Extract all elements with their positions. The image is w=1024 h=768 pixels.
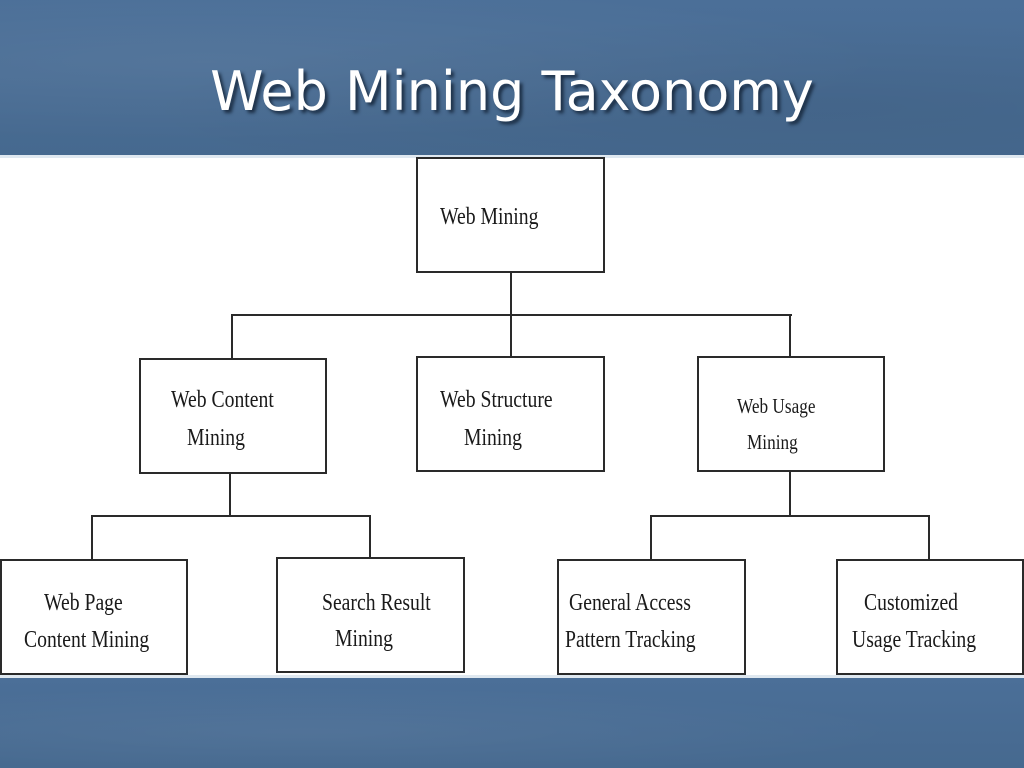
node-web-page-content-mining-line2: Content Mining [24,627,150,653]
connector-usage-down [789,471,791,517]
connector-to-page-content [91,515,93,560]
connector-to-structure [510,314,512,357]
node-web-mining: Web Mining [416,157,605,273]
connector-to-search-result [369,515,371,558]
connector-to-general-access [650,515,652,560]
connector-usage-bar [650,515,930,517]
title-band [0,0,1024,158]
node-web-structure-mining-line1: Web Structure [440,387,553,413]
node-general-access-pattern-tracking-line1: General Access [569,590,691,616]
node-customized-usage-tracking: Customized Usage Tracking [836,559,1024,675]
node-web-content-mining-line1: Web Content [171,387,274,413]
node-web-usage-mining-line1: Web Usage [737,394,816,418]
node-search-result-mining: Search Result Mining [276,557,465,673]
node-web-structure-mining-line2: Mining [464,425,522,451]
connector-content-bar [91,515,371,517]
node-customized-usage-tracking-line1: Customized [864,590,959,616]
connector-to-customized-usage [928,515,930,560]
node-web-usage-mining: Web Usage Mining [697,356,885,472]
slide-title: Web Mining Taxonomy [210,60,814,123]
node-web-content-mining-line2: Mining [187,425,245,451]
connector-root-down [510,272,512,316]
connector-content-down [229,473,231,517]
node-web-content-mining: Web Content Mining [139,358,327,474]
connector-to-usage [789,314,791,357]
node-customized-usage-tracking-line2: Usage Tracking [852,627,977,653]
node-search-result-mining-line1: Search Result [322,590,431,616]
bottom-band [0,675,1024,768]
node-general-access-pattern-tracking: General Access Pattern Tracking [557,559,746,675]
node-web-mining-label: Web Mining [440,204,539,230]
node-web-usage-mining-line2: Mining [747,430,798,454]
node-web-page-content-mining: Web Page Content Mining [0,559,188,675]
connector-to-content [231,314,233,359]
node-web-page-content-mining-line1: Web Page [44,590,123,616]
node-web-structure-mining: Web Structure Mining [416,356,605,472]
node-general-access-pattern-tracking-line2: Pattern Tracking [565,627,696,653]
node-search-result-mining-line2: Mining [335,626,393,652]
